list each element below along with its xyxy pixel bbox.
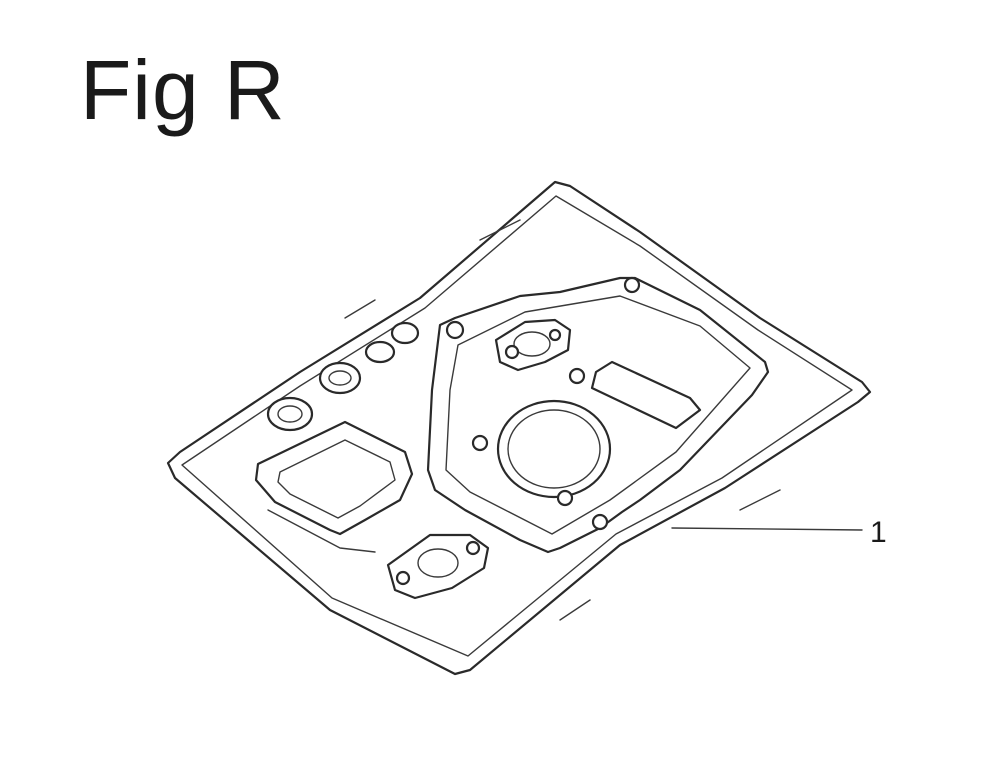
callout-leader-line xyxy=(671,527,863,531)
exhaust-gasket-upper xyxy=(494,318,572,372)
callout-1: 1 xyxy=(671,516,887,549)
carburetor-gasket xyxy=(386,533,490,600)
gasket-kit-package xyxy=(166,180,872,676)
seal-rings xyxy=(266,321,420,432)
rectangular-gasket xyxy=(254,420,414,553)
callout-label-1: 1 xyxy=(870,516,887,549)
figure-title: Fig R xyxy=(80,43,286,137)
cylinder-head-gasket xyxy=(426,276,770,554)
